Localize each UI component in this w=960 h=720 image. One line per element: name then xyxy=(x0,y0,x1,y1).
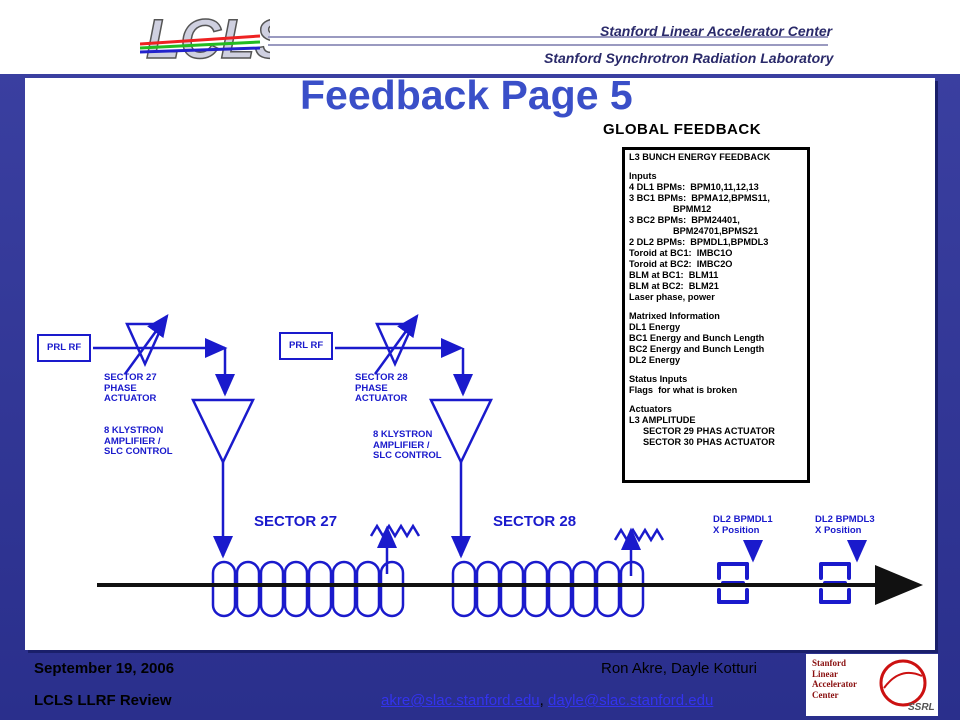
sector-28-label: SECTOR 28 xyxy=(493,513,577,530)
energy-sensor-27 xyxy=(369,523,421,539)
klystron-amplifier-27 xyxy=(191,398,255,465)
email-link-dayle[interactable]: dayle@slac.stanford.edu xyxy=(548,692,714,709)
ssrl-slac-logo: Stanford Linear Accelerator Center SSRL xyxy=(806,654,938,716)
input-item: Toroid at BC2: IMBC2O xyxy=(629,259,733,269)
input-item: 3 BC1 BPMs: BPMA12,BPMS11, xyxy=(629,193,770,203)
feedback-box-title: L3 BUNCH ENERGY FEEDBACK xyxy=(629,152,771,162)
footer-review: LCLS LLRF Review xyxy=(34,692,172,709)
input-item: BLM at BC1: BLM11 xyxy=(629,270,719,280)
bpm-dl1-label: DL2 BPMDL1 X Position xyxy=(713,514,773,536)
global-feedback-heading: GLOBAL FEEDBACK xyxy=(603,121,762,138)
bpm-dl3-symbol xyxy=(819,562,851,604)
email-link-akre[interactable]: akre@slac.stanford.edu xyxy=(381,692,540,709)
footer-emails: akre@slac.stanford.edu, dayle@slac.stanf… xyxy=(381,692,713,709)
input-item: BPM24701,BPMS21 xyxy=(673,226,759,236)
sector-27-label: SECTOR 27 xyxy=(254,513,338,530)
input-item: BLM at BC2: BLM21 xyxy=(629,281,719,291)
header-bar: LCLS Stanford Linear Accelerator Center … xyxy=(0,0,960,74)
matrix-item: DL1 Energy xyxy=(629,322,681,332)
input-item: 4 DL1 BPMs: BPM10,11,12,13 xyxy=(629,182,759,192)
footer-authors: Ron Akre, Dayle Kotturi xyxy=(601,660,757,677)
actuators-header: Actuators xyxy=(629,404,672,414)
footer-date: September 19, 2006 xyxy=(34,660,175,677)
input-item: Toroid at BC1: IMBC1O xyxy=(629,248,733,258)
accelerator-cavities-27 xyxy=(211,560,405,618)
matrix-item: BC1 Energy and Bunch Length xyxy=(629,333,765,343)
feedback-box: L3 BUNCH ENERGY FEEDBACK Inputs 4 DL1 BP… xyxy=(622,147,810,483)
phase-actuator-label-28: SECTOR 28 PHASE ACTUATOR xyxy=(355,372,408,404)
lcls-logo: LCLS xyxy=(140,6,270,70)
input-item: BPMM12 xyxy=(673,204,712,214)
klystron-label-27: 8 KLYSTRON AMPLIFIER / SLC CONTROL xyxy=(104,425,173,457)
actuator-item: SECTOR 30 PHAS ACTUATOR xyxy=(643,437,775,447)
matrix-item: DL2 Energy xyxy=(629,355,681,365)
bpm-dl1-symbol xyxy=(717,562,749,604)
ssrl-text: SSRL xyxy=(908,702,935,713)
input-item: 2 DL2 BPMs: BPMDL1,BPMDL3 xyxy=(629,237,769,247)
status-item: Flags for what is broken xyxy=(629,385,738,395)
prl-rf-box-27: PRL RF xyxy=(37,334,91,362)
matrix-item: BC2 Energy and Bunch Length xyxy=(629,344,765,354)
lab-name-slac: Stanford Linear Accelerator Center xyxy=(600,23,833,39)
accelerator-cavities-28 xyxy=(451,560,645,618)
bpm-dl3-label: DL2 BPMDL3 X Position xyxy=(815,514,875,536)
phase-actuator-28 xyxy=(375,322,415,368)
slide-title: Feedback Page 5 xyxy=(300,72,633,118)
prl-rf-box-28: PRL RF xyxy=(279,332,333,360)
beamline-diagram xyxy=(93,313,923,618)
energy-sensor-28 xyxy=(613,527,665,543)
email-separator: , xyxy=(539,692,548,709)
matrix-header: Matrixed Information xyxy=(629,311,720,321)
input-item: 3 BC2 BPMs: BPM24401, xyxy=(629,215,740,225)
header-rule-1 xyxy=(268,36,828,38)
phase-actuator-27 xyxy=(125,322,165,368)
lab-name-ssrl: Stanford Synchrotron Radiation Laborator… xyxy=(544,50,834,66)
input-item: Laser phase, power xyxy=(629,292,715,302)
inputs-header: Inputs xyxy=(629,171,657,181)
header-rule-2 xyxy=(268,44,828,46)
klystron-amplifier-28 xyxy=(429,398,493,465)
phase-actuator-label-27: SECTOR 27 PHASE ACTUATOR xyxy=(104,372,157,404)
actuator-item: SECTOR 29 PHAS ACTUATOR xyxy=(643,426,775,436)
actuator-item: L3 AMPLITUDE xyxy=(629,415,696,425)
status-header: Status Inputs xyxy=(629,374,688,384)
klystron-label-28: 8 KLYSTRON AMPLIFIER / SLC CONTROL xyxy=(373,429,442,461)
